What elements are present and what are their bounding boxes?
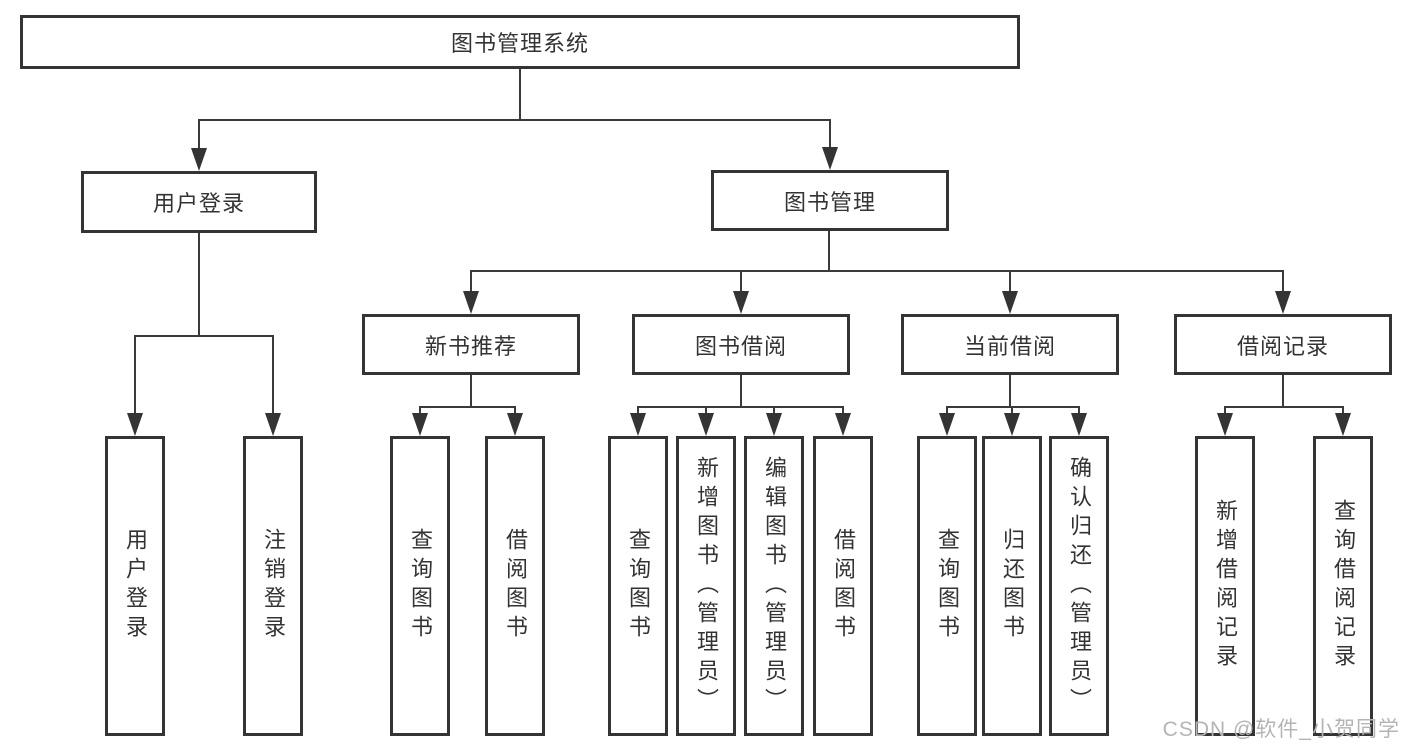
arrow-down-icon [507,413,523,436]
node-user-login-label: 用户登录 [152,191,245,216]
node-leaf-query-borrow-record-label: 查询借阅记录 [1331,499,1356,673]
connector-line [519,68,521,120]
connector-line [828,231,830,272]
connector-line [1009,375,1011,408]
node-leaf-query-book-current-label: 查询图书 [935,528,960,644]
arrow-down-icon [1275,291,1291,314]
connector-line [946,406,948,416]
node-book-management-label: 图书管理 [783,189,876,215]
connector-line [419,406,516,408]
arrow-down-icon [1335,413,1351,436]
node-leaf-logout: 注销登录 [243,436,303,736]
arrow-down-icon [463,291,479,314]
connector-line [272,335,274,415]
connector-line [637,406,844,408]
arrow-down-icon [1071,413,1087,436]
arrow-down-icon [733,291,749,314]
node-current-borrow-label: 当前借阅 [963,333,1056,359]
node-leaf-query-book-borrow-label: 查询图书 [626,528,651,644]
node-leaf-query-book-recommend: 查询图书 [390,436,450,736]
connector-line [740,270,742,292]
connector-line [1342,406,1344,416]
arrow-down-icon [630,413,646,436]
connector-line [1009,270,1011,292]
connector-line [198,119,831,121]
connector-line [198,119,200,151]
node-book-management: 图书管理 [711,170,949,231]
connector-line [470,270,1284,272]
arrow-down-icon [127,413,143,436]
connector-line [419,406,421,416]
node-borrow-record-label: 借阅记录 [1236,333,1329,359]
node-leaf-query-book-borrow: 查询图书 [608,436,668,736]
connector-line [842,406,844,416]
arrow-down-icon [1004,413,1020,436]
node-user-login: 用户登录 [81,171,317,233]
watermark: CSDN @软件_小贺同学 [1162,718,1400,741]
node-leaf-user-login: 用户登录 [105,436,165,736]
connector-line [1078,406,1080,416]
connector-line [134,335,274,337]
node-leaf-borrow-book-recommend: 借阅图书 [485,436,545,736]
node-leaf-confirm-return-admin-label: 确认归还（管理员） [1067,455,1092,717]
node-leaf-query-book-current: 查询图书 [917,436,977,736]
connector-line [1224,406,1226,416]
connector-line [1224,406,1344,408]
node-book-borrow: 图书借阅 [632,314,850,375]
node-root-label: 图书管理系统 [450,31,589,56]
node-leaf-add-borrow-record: 新增借阅记录 [1195,436,1255,736]
connector-line [134,335,136,415]
node-leaf-borrow-book-recommend-label: 借阅图书 [503,528,528,644]
node-leaf-confirm-return-admin: 确认归还（管理员） [1049,436,1109,736]
arrow-down-icon [939,413,955,436]
node-borrow-record: 借阅记录 [1174,314,1392,375]
arrow-down-icon [412,413,428,436]
node-book-borrow-label: 图书借阅 [694,333,787,359]
arrow-down-icon [698,413,714,436]
node-leaf-return-book: 归还图书 [982,436,1042,736]
arrow-down-icon [835,413,851,436]
node-new-book-recommend: 新书推荐 [362,314,580,375]
node-leaf-return-book-label: 归还图书 [1000,528,1025,644]
arrow-down-icon [766,413,782,436]
node-leaf-logout-label: 注销登录 [261,528,286,644]
arrow-down-icon [1002,291,1018,314]
arrow-down-icon [1217,413,1233,436]
connector-line [637,406,639,416]
node-leaf-edit-book-admin-label: 编辑图书（管理员） [762,455,787,717]
connector-line [740,375,742,408]
node-leaf-query-borrow-record: 查询借阅记录 [1313,436,1373,736]
node-leaf-borrow-book: 借阅图书 [813,436,873,736]
node-current-borrow: 当前借阅 [901,314,1119,375]
connector-line [198,233,200,337]
connector-line [705,406,707,416]
connector-line [470,270,472,292]
node-leaf-borrow-book-label: 借阅图书 [831,528,856,644]
connector-line [514,406,516,416]
connector-line [470,375,472,408]
connector-line [1011,406,1013,416]
node-leaf-query-book-recommend-label: 查询图书 [408,528,433,644]
connector-line [1282,270,1284,292]
arrow-down-icon [191,148,207,171]
arrow-down-icon [822,147,838,170]
node-leaf-add-borrow-record-label: 新增借阅记录 [1213,499,1238,673]
connector-line [829,119,831,150]
connector-line [946,406,1080,408]
node-new-book-recommend-label: 新书推荐 [424,333,517,359]
node-root: 图书管理系统 [20,15,1020,69]
node-leaf-edit-book-admin: 编辑图书（管理员） [744,436,804,736]
node-leaf-user-login-label: 用户登录 [123,528,148,644]
connector-line [1282,375,1284,408]
node-leaf-add-book-admin: 新增图书（管理员） [676,436,736,736]
arrow-down-icon [265,413,281,436]
node-leaf-add-book-admin-label: 新增图书（管理员） [694,455,719,717]
connector-line [773,406,775,416]
